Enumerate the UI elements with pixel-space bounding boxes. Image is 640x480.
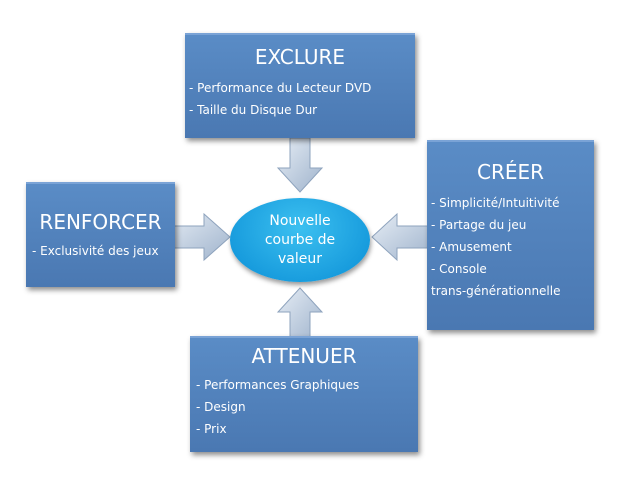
center-line: valeur (278, 250, 322, 267)
list-item: - Exclusivité des jeux (32, 244, 159, 258)
list-item: - Amusement (431, 240, 512, 254)
attenuer-title: ATTENUER (251, 344, 357, 368)
creer-box: CRÉER - Simplicité/Intuitivité - Partage… (427, 140, 594, 330)
list-item: - Simplicité/Intuitivité (431, 196, 560, 210)
renforcer-box: RENFORCER - Exclusivité des jeux (26, 182, 175, 287)
center-ellipse: Nouvelle courbe de valeur (230, 198, 370, 282)
exclure-title: EXCLURE (254, 45, 346, 69)
list-item: - Performances Graphiques (196, 378, 360, 392)
renforcer-title: RENFORCER (39, 210, 162, 234)
list-item: trans-générationnelle (431, 284, 561, 298)
center-line: Nouvelle (269, 212, 331, 229)
exclure-box: EXCLURE - Performance du Lecteur DVD - T… (185, 33, 415, 138)
attenuer-box: ATTENUER - Performances Graphiques - Des… (190, 336, 418, 452)
arrow-left-icon (371, 212, 433, 262)
center-line: courbe de (264, 231, 336, 248)
list-item: - Console (431, 262, 487, 276)
creer-title: CRÉER (476, 160, 545, 184)
arrow-up-icon (276, 287, 324, 343)
list-item: - Partage du jeu (431, 218, 527, 232)
list-item: - Design (196, 400, 246, 414)
list-item: - Prix (196, 422, 227, 436)
list-item: - Taille du Disque Dur (189, 103, 318, 117)
arrow-down-icon (276, 137, 324, 193)
list-item: - Performance du Lecteur DVD (189, 81, 372, 95)
